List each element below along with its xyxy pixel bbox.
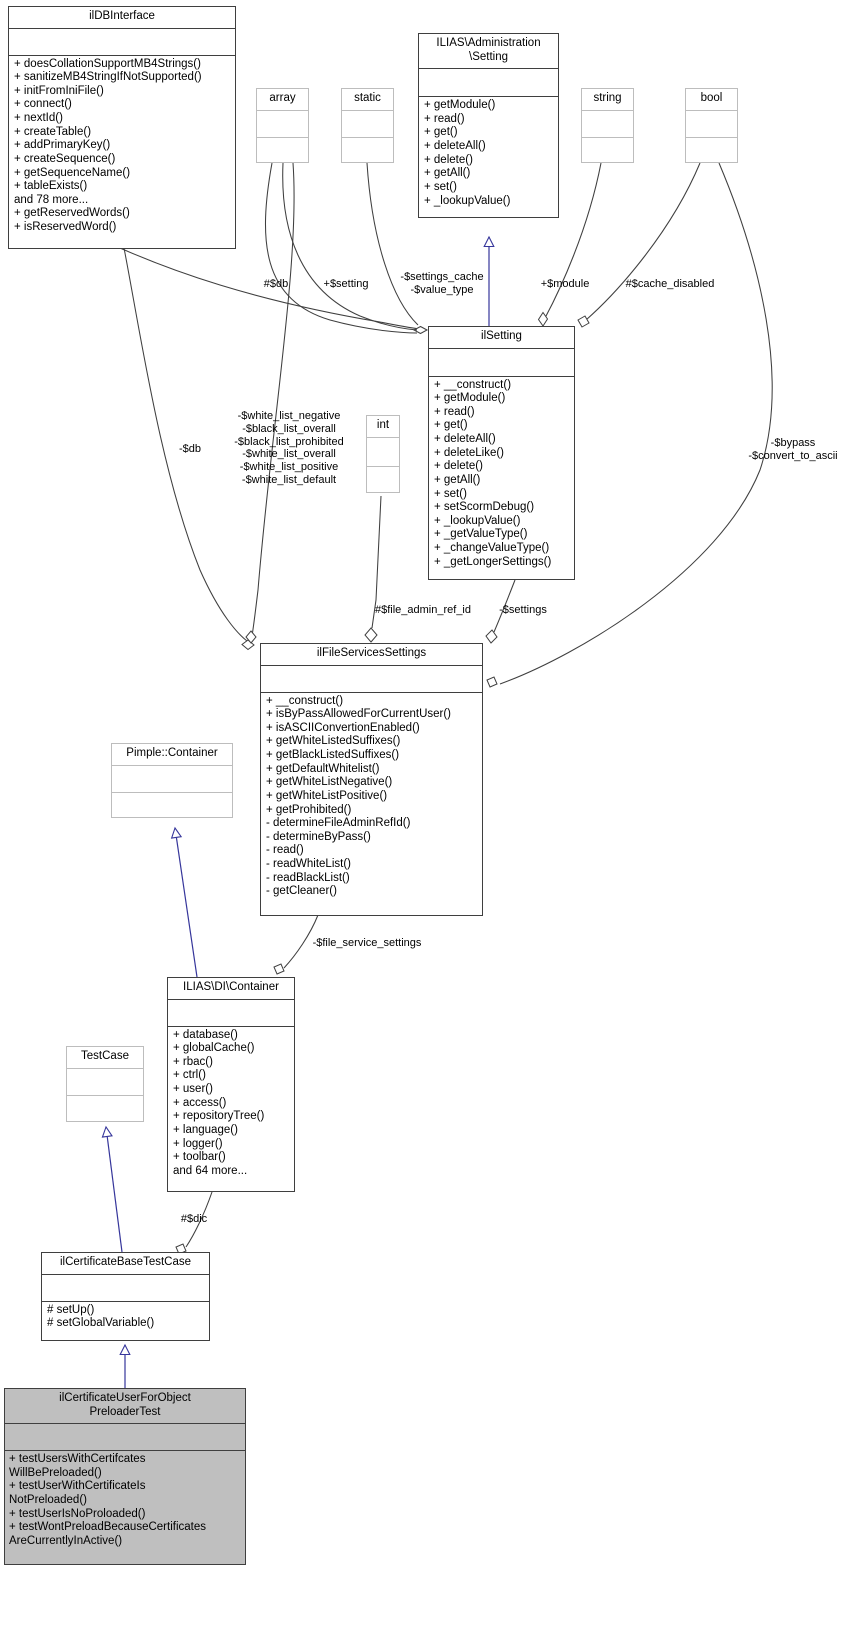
class-ops-static [342, 138, 393, 162]
class-box-string[interactable]: string [581, 88, 634, 163]
class-ops-ilcertificateuserforobjectpreloadertest: + testUsersWithCertifcates WillBePreload… [9, 1453, 206, 1547]
edge-label-dic: #$dic [180, 1213, 208, 1225]
edge-label-settings-cache-value-type: -$settings_cache -$value_type [400, 271, 484, 296]
class-ops-array [257, 138, 308, 162]
class-title-static: static [342, 89, 393, 111]
edge-label-module: +$module [540, 278, 590, 290]
edge-label-file-service-settings: -$file_service_settings [312, 937, 422, 949]
edge-aggregation-array-setting-ilsetting [282, 162, 418, 331]
class-attrs-ildbinterface [9, 29, 235, 56]
class-title-ilcertificatebasetestcase: ilCertificateBaseTestCase [42, 1253, 209, 1275]
class-title-int: int [367, 416, 399, 438]
edge-label-bypass-convert: -$bypass -$convert_to_ascii [748, 437, 838, 462]
class-box-ilias-di-container[interactable]: ILIAS\DI\Container + database() + global… [167, 977, 295, 1192]
class-box-int[interactable]: int [366, 415, 400, 493]
class-ops-string [582, 138, 633, 162]
class-attrs-array [257, 111, 308, 138]
class-title-ilsetting: ilSetting [429, 327, 574, 349]
class-attrs-ilcertificatebasetestcase [42, 1275, 209, 1302]
class-box-bool[interactable]: bool [685, 88, 738, 163]
class-ops-ilfileservicessettings: + __construct() + isByPassAllowedForCurr… [266, 694, 452, 898]
class-ops-ilcertificatebasetestcase: # setUp() # setGlobalVariable() [47, 1303, 155, 1330]
class-ops-bool [686, 138, 737, 162]
edge-inheritance-dicontainer-pimple [170, 826, 198, 978]
class-title-string: string [582, 89, 633, 111]
class-box-pimple-container[interactable]: Pimple::Container [111, 743, 233, 818]
class-attrs-ilias-di-container [168, 1000, 294, 1027]
class-ops-int [367, 467, 399, 492]
edge-label-file-admin-ref-id: #$file_admin_ref_id [374, 604, 471, 616]
edge-label-cache-disabled: #$cache_disabled [625, 278, 715, 290]
class-box-testcase[interactable]: TestCase [66, 1046, 144, 1122]
class-attrs-pimple-container [112, 766, 232, 793]
class-attrs-testcase [67, 1069, 143, 1096]
edge-label-white-black-lists: -$white_list_negative -$black_list_overa… [234, 410, 344, 486]
class-attrs-ilfileservicessettings [261, 666, 482, 693]
class-ops-pimple-container [112, 793, 232, 817]
class-attrs-int [367, 438, 399, 467]
edge-inheritance-basetestcase-testcase [101, 1125, 123, 1253]
class-title-ilfileservicessettings: ilFileServicesSettings [261, 644, 482, 666]
edge-aggregation-array-lists-ilfileservicessettings [245, 162, 295, 644]
class-attrs-ilcertificateuserforobjectpreloadertest [5, 1424, 245, 1452]
edge-label-db-private: -$db [178, 443, 202, 455]
class-ops-ilias-administration-setting: + getModule() + read() + get() + deleteA… [424, 99, 511, 207]
class-box-ilsetting[interactable]: ilSetting + __construct() + getModule() … [428, 326, 575, 580]
class-attrs-bool [686, 111, 737, 138]
edge-aggregation-static-ilsetting [366, 162, 419, 326]
class-box-static[interactable]: static [341, 88, 394, 163]
class-attrs-static [342, 111, 393, 138]
edge-aggregation-int-ilfileservicessettings [364, 495, 382, 643]
class-title-bool: bool [686, 89, 737, 111]
class-ops-ilias-di-container: + database() + globalCache() + rbac() + … [173, 1028, 265, 1177]
edge-label-setting: +$setting [323, 278, 369, 290]
edge-aggregation-db-ilsetting [119, 247, 429, 335]
class-title-array: array [257, 89, 308, 111]
class-box-ilcertificatebasetestcase[interactable]: ilCertificateBaseTestCase # setUp() # se… [41, 1252, 210, 1341]
class-title-ilcertificateuserforobjectpreloadertest: ilCertificateUserForObject PreloaderTest [5, 1389, 245, 1425]
edge-label-db-protected: #$db [263, 278, 289, 290]
class-ops-testcase [67, 1096, 143, 1121]
class-attrs-ilias-administration-setting [419, 69, 558, 98]
class-attrs-string [582, 111, 633, 138]
class-ops-ildbinterface: + doesCollationSupportMB4Strings() + san… [14, 57, 202, 234]
class-title-testcase: TestCase [67, 1047, 143, 1069]
class-box-ildbinterface[interactable]: ilDBInterface + doesCollationSupportMB4S… [8, 6, 236, 249]
class-ops-ilsetting: + __construct() + getModule() + read() +… [434, 378, 552, 568]
edge-aggregation-array-db-ilsetting [264, 162, 418, 334]
class-title-ilias-administration-setting: ILIAS\Administration \Setting [419, 34, 558, 70]
class-box-ilfileservicessettings[interactable]: ilFileServicesSettings + __construct() +… [260, 643, 483, 916]
class-box-ilcertificateuserforobjectpreloadertest[interactable]: ilCertificateUserForObject PreloaderTest… [4, 1388, 246, 1565]
class-box-ilias-administration-setting[interactable]: ILIAS\Administration \Setting + getModul… [418, 33, 559, 218]
edge-aggregation-bool-ilsetting [577, 162, 701, 328]
class-title-ilias-di-container: ILIAS\DI\Container [168, 978, 294, 1000]
class-title-pimple-container: Pimple::Container [112, 744, 232, 766]
class-title-ildbinterface: ilDBInterface [9, 7, 235, 29]
edge-label-settings: -$settings [499, 604, 547, 616]
class-box-array[interactable]: array [256, 88, 309, 163]
class-attrs-ilsetting [429, 349, 574, 377]
